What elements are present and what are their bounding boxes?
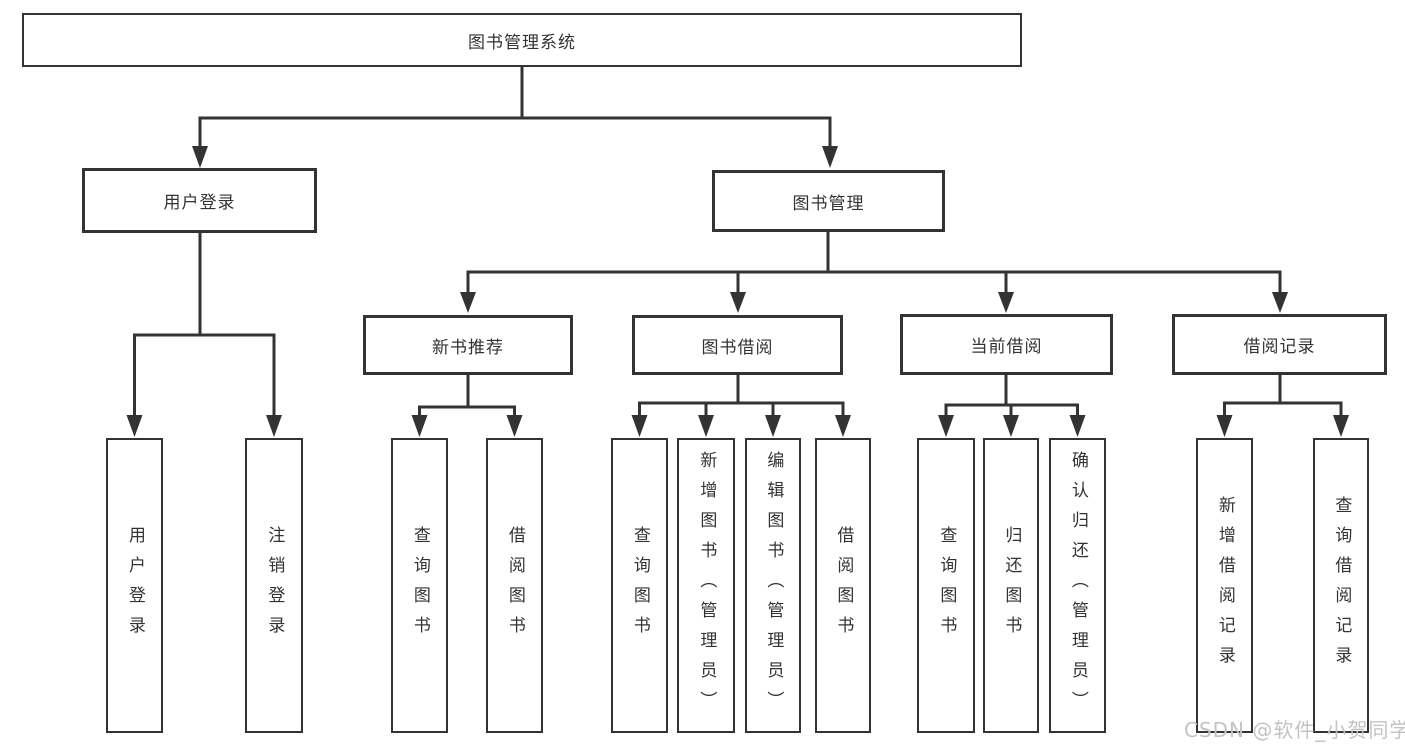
leaf-edit-books-admin: 编辑图书（管理员） — [745, 438, 801, 733]
leaf-borrow-books-borrowing: 借阅图书 — [815, 438, 871, 733]
node-borrowing-records: 借阅记录 — [1172, 314, 1387, 375]
csdn-watermark: CSDN @软件_小贺同学 — [1184, 718, 1405, 742]
leaf-query-books-current: 查询图书 — [917, 438, 975, 733]
node-label: 查询借阅记录 — [1331, 495, 1352, 676]
node-label: 图书管理系统 — [468, 32, 576, 53]
node-label: 确认归还（管理员） — [1067, 450, 1088, 721]
node-label: 图书管理 — [792, 193, 865, 214]
node-label: 新增借阅记录 — [1214, 495, 1235, 676]
node-label: 查询图书 — [936, 525, 957, 646]
node-label: 借阅图书 — [833, 525, 854, 646]
node-library-management-system: 图书管理系统 — [22, 13, 1022, 67]
node-label: 新书推荐 — [432, 337, 504, 358]
leaf-add-borrow-record: 新增借阅记录 — [1196, 438, 1253, 733]
node-label: 图书借阅 — [701, 337, 774, 358]
leaf-add-books-admin: 新增图书（管理员） — [677, 438, 735, 733]
node-label: 编辑图书（管理员） — [763, 450, 784, 721]
node-label: 注销登录 — [264, 525, 285, 646]
arrowhead-icons — [126, 146, 1349, 437]
node-label: 查询图书 — [629, 525, 650, 646]
leaf-query-borrow-record: 查询借阅记录 — [1313, 438, 1369, 733]
node-label: 当前借阅 — [970, 337, 1043, 357]
node-user-login: 用户登录 — [82, 168, 317, 233]
leaf-query-books-recommend: 查询图书 — [391, 438, 448, 733]
leaf-borrow-books-recommend: 借阅图书 — [486, 438, 543, 733]
leaf-confirm-return-admin: 确认归还（管理员） — [1049, 438, 1106, 733]
node-book-management: 图书管理 — [712, 170, 945, 232]
node-label: 借阅记录 — [1243, 337, 1316, 357]
leaf-query-books-borrowing: 查询图书 — [611, 438, 668, 733]
node-label: 借阅图书 — [504, 525, 525, 646]
node-new-book-recommendation: 新书推荐 — [363, 315, 573, 375]
node-current-borrowing: 当前借阅 — [900, 314, 1113, 375]
leaf-logout: 注销登录 — [245, 438, 303, 733]
leaf-user-login: 用户登录 — [106, 438, 163, 733]
node-label: 新增图书（管理员） — [696, 450, 717, 721]
node-label: 用户登录 — [163, 193, 236, 213]
node-label: 查询图书 — [409, 525, 430, 646]
leaf-return-books: 归还图书 — [983, 438, 1039, 733]
node-label: 用户登录 — [124, 525, 145, 646]
node-label: 归还图书 — [1001, 525, 1022, 646]
node-book-borrowing: 图书借阅 — [632, 315, 843, 375]
